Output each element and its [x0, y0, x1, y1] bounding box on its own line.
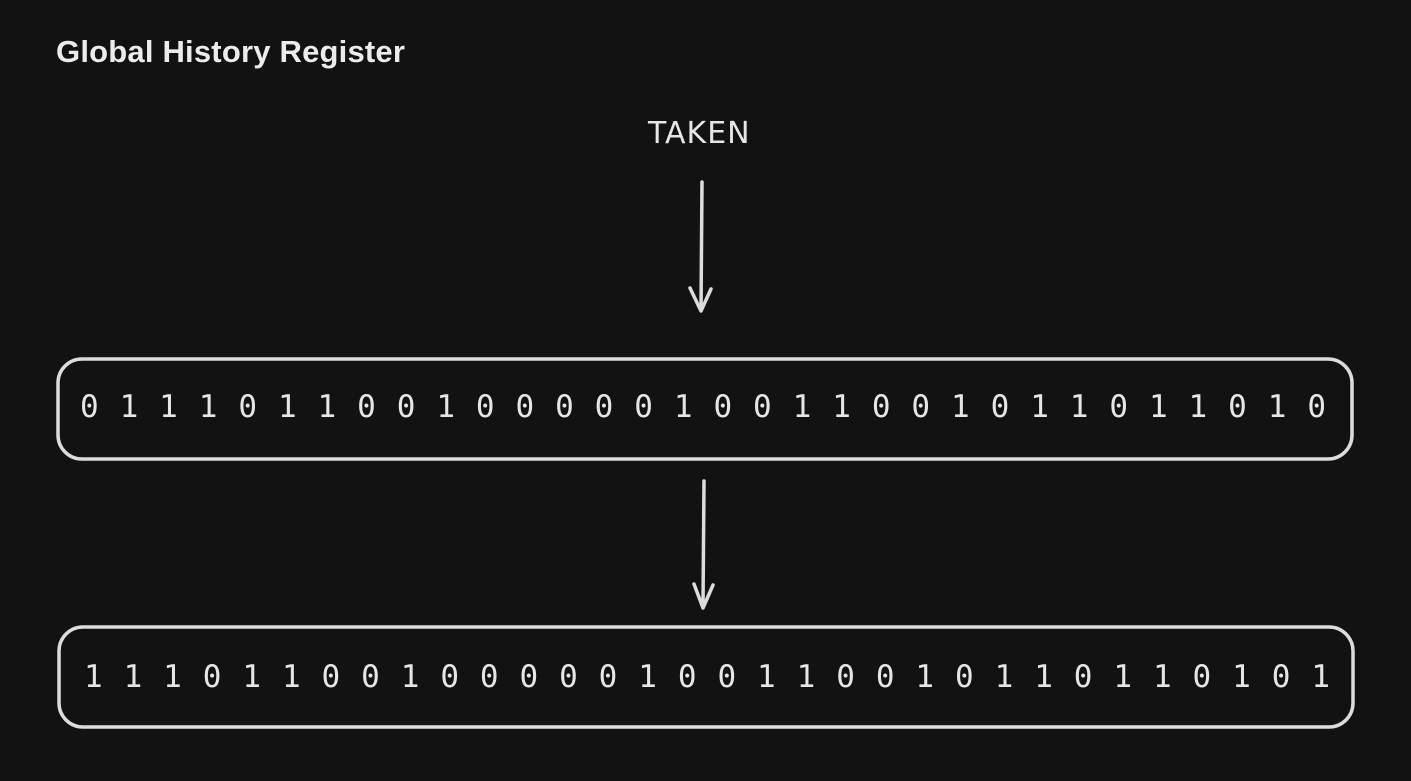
register-bits-before: 0 1 1 1 0 1 1 0 0 1 0 0 0 0 0 1 0 0 1 1 …: [80, 389, 1328, 425]
input-arrow: [688, 180, 713, 313]
taken-label: TAKEN: [648, 116, 751, 151]
register-bits-after: 1 1 1 0 1 1 0 0 1 0 0 0 0 0 1 0 0 1 1 0 …: [84, 659, 1332, 695]
diagram-title: Global History Register: [56, 34, 406, 69]
register-box-after: [57, 625, 1355, 729]
register-box-before: [56, 357, 1354, 461]
shift-arrow: [692, 479, 715, 610]
